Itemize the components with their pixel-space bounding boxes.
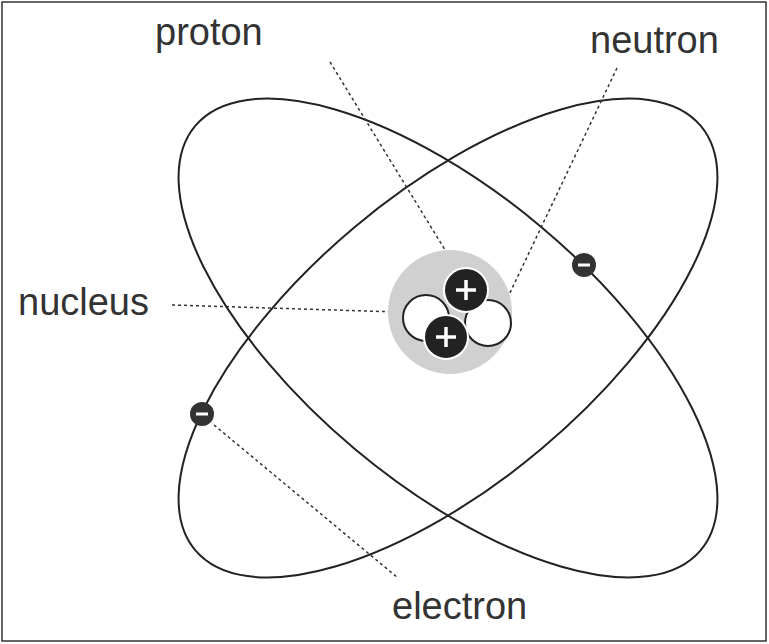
part-label: proton [155,12,263,54]
minus-symbol [578,264,590,267]
minus-symbol [196,413,208,416]
leader-line [214,425,398,578]
leader-line [172,305,398,312]
electron-particle [572,253,596,277]
leader-line [330,62,461,276]
part-label: electron [392,586,527,628]
orbit [102,15,769,644]
plus-symbol [436,327,456,347]
orbit [102,15,769,644]
plus-symbol [456,280,476,300]
part-label: nucleus [18,282,149,324]
nucleus-disc [388,250,512,374]
leader-line [497,68,617,320]
electron-particle [190,402,214,426]
proton-particle [444,268,488,312]
proton-particle [424,315,468,359]
part-label: neutron [590,20,719,62]
